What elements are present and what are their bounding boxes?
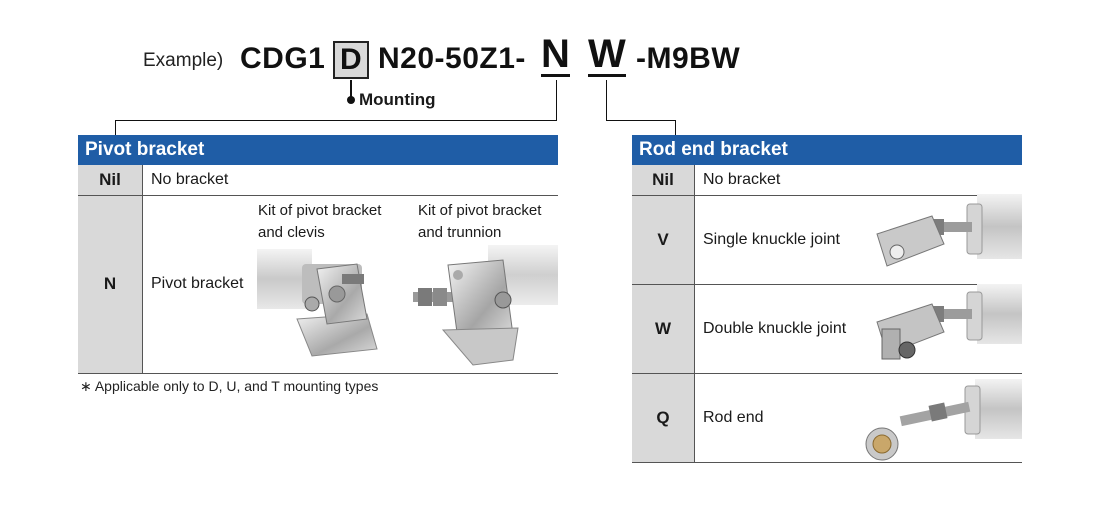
- n-connector-drop: [115, 120, 116, 135]
- double-knuckle-joint-image: [872, 284, 1022, 372]
- single-knuckle-joint-image: [872, 194, 1022, 282]
- table-row: Nil No bracket: [78, 165, 558, 196]
- row-description: No bracket: [142, 165, 558, 196]
- kit-trunnion-label: Kit of pivot bracket and trunnion: [418, 202, 542, 241]
- example-prefix: Example): [143, 50, 224, 71]
- row-code: Nil: [632, 165, 695, 196]
- n-connector-vertical: [556, 80, 557, 120]
- model-code-n: N: [541, 32, 571, 77]
- model-boxed-mounting-code: D: [333, 41, 370, 79]
- row-code: W: [632, 284, 695, 374]
- w-connector-horizontal: [606, 120, 676, 121]
- model-part-2: N20-50Z1-: [378, 42, 526, 75]
- pivot-bracket-trunnion-image: [413, 240, 558, 370]
- row-description: Pivot bracket: [151, 275, 244, 292]
- mounting-label: Mounting: [359, 90, 436, 109]
- pivot-bracket-clevis-image: [257, 244, 407, 369]
- pivot-note: ∗ Applicable only to D, U, and T mountin…: [80, 378, 379, 394]
- table-row: Nil No bracket: [632, 165, 1022, 196]
- row-code: V: [632, 195, 695, 285]
- mounting-connector-line: [350, 80, 352, 98]
- rod-end-bracket-header: Rod end bracket: [632, 135, 1022, 165]
- model-code-w: W: [588, 32, 627, 77]
- rod-end-image: [860, 374, 1022, 464]
- row-code: Q: [632, 373, 695, 463]
- model-part-1: CDG1: [240, 42, 326, 75]
- pivot-bracket-header: Pivot bracket: [78, 135, 558, 165]
- n-connector-horizontal: [115, 120, 557, 121]
- kit-clevis-label: Kit of pivot bracket and clevis: [258, 202, 382, 241]
- w-connector-vertical: [606, 80, 607, 120]
- row-code: Nil: [78, 165, 143, 196]
- mounting-dot: [347, 96, 355, 104]
- row-description: No bracket: [694, 165, 1022, 196]
- row-code: N: [78, 195, 143, 374]
- w-connector-drop: [675, 120, 676, 135]
- model-suffix: -M9BW: [636, 42, 741, 75]
